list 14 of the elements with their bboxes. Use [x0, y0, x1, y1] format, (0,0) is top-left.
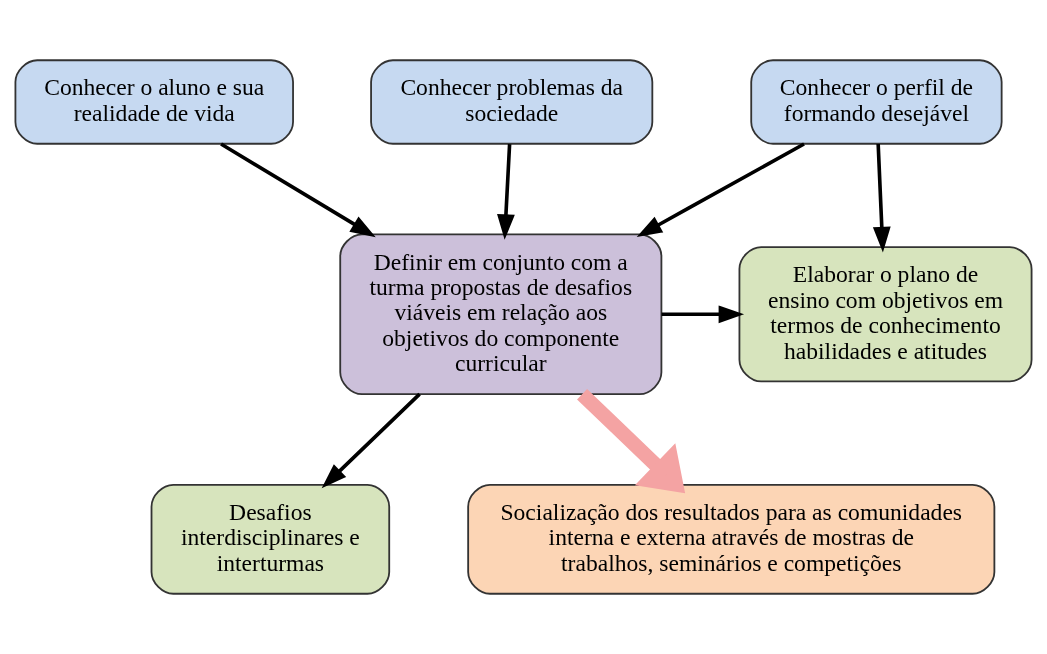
node-box: Conhecer o aluno e sua realidade de vida	[14, 59, 294, 145]
node-box: Desafios interdisciplinares e interturmas	[150, 483, 391, 595]
arrow	[497, 143, 515, 240]
arrow	[577, 388, 686, 494]
arrow	[872, 143, 891, 253]
node-box: Conhecer problemas da sociedade	[370, 59, 654, 145]
arrow	[661, 305, 745, 324]
arrow	[636, 142, 805, 237]
node-box: Socialização dos resultados para as comunidades interna e externa através de mostras de trabalhos, seminários e competições	[467, 483, 996, 595]
node-box: Conhecer o perfil de formando desejável	[750, 59, 1003, 145]
arrow	[220, 142, 376, 238]
arrow	[321, 392, 421, 489]
node-box: Definir em conjunto com a turma propostas de desafios viáveis em relação aos objetivos do componente curricular	[339, 233, 663, 396]
node-box: Elaborar o plano de ensino com objetivos em termos de conhecimento habilidades e atitudes	[738, 246, 1033, 383]
